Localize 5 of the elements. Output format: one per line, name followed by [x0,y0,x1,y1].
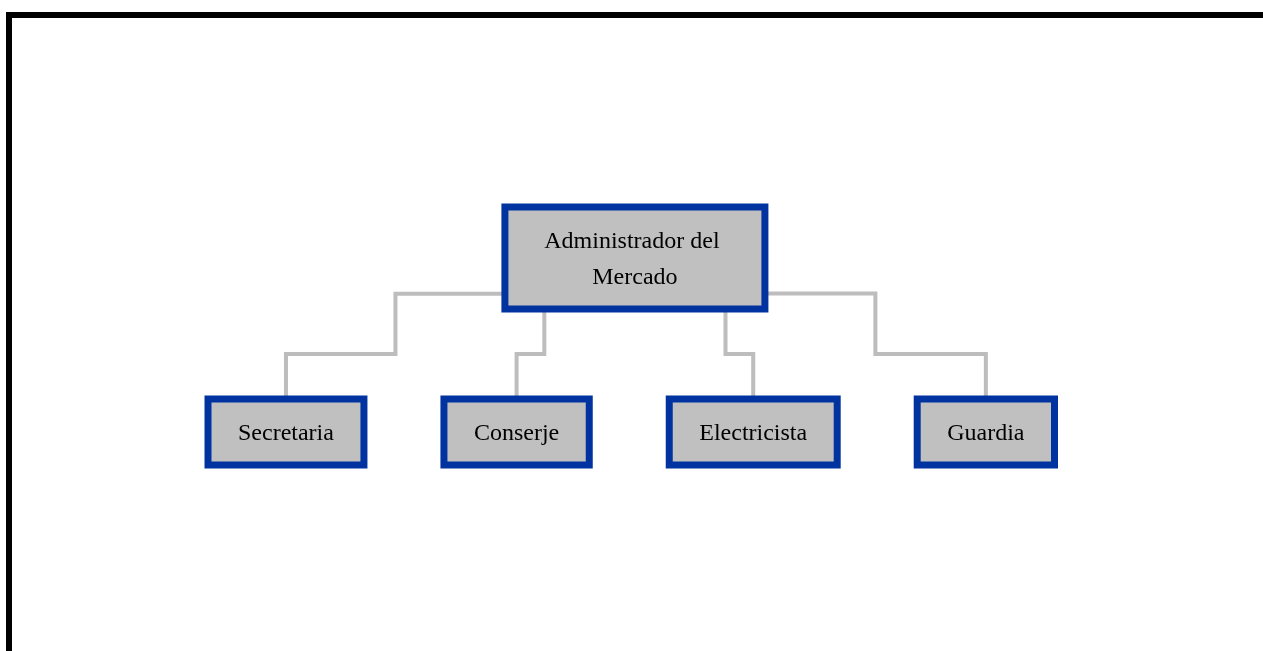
node-box: Secretaria [204,395,368,468]
node-box: Electricista [666,395,841,468]
node-box: Conserje [440,395,593,468]
node-box: Administrador del Mercado [501,203,769,312]
node-box: Guardia [913,395,1059,468]
